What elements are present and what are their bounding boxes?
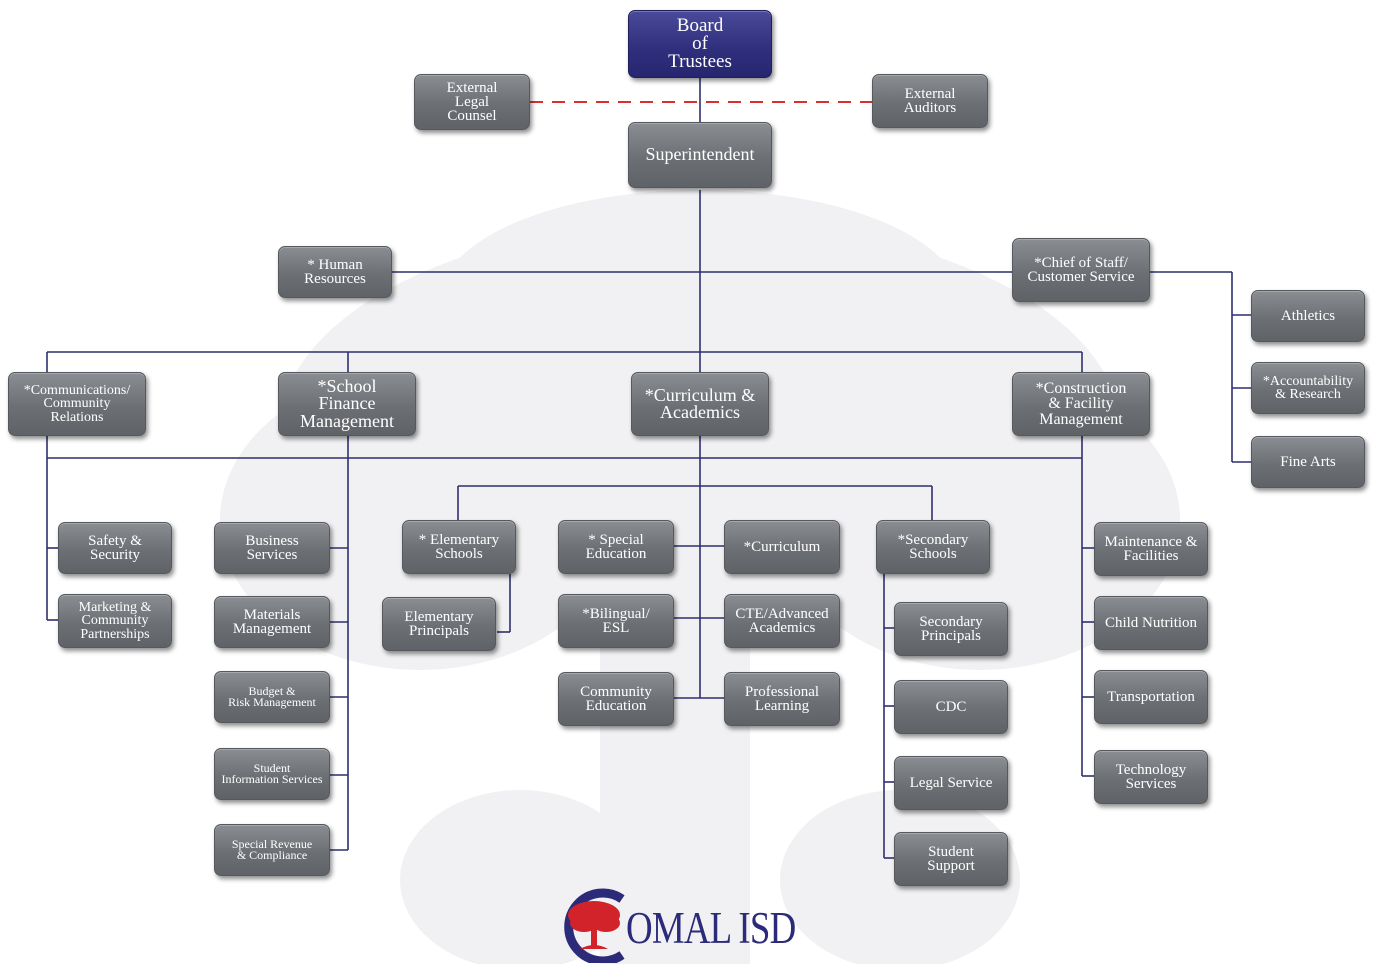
secondary-schools[interactable]: *Secondary Schools — [876, 520, 990, 574]
secondary-principals[interactable]: Secondary Principals — [894, 602, 1008, 656]
construction-facility-management[interactable]: *Construction & Facility Management — [1012, 372, 1150, 436]
elementary-schools[interactable]: * Elementary Schools — [402, 520, 516, 574]
superintendent[interactable]: Superintendent — [628, 122, 772, 188]
comal-isd-logo — [564, 888, 625, 963]
legal-service[interactable]: Legal Service — [894, 756, 1008, 810]
safety-security[interactable]: Safety & Security — [58, 522, 172, 574]
materials-management[interactable]: Materials Management — [214, 596, 330, 648]
communications-community-relations[interactable]: *Communications/ Community Relations — [8, 372, 146, 436]
professional-learning[interactable]: Professional Learning — [724, 672, 840, 726]
cte-advanced-academics[interactable]: CTE/Advanced Academics — [724, 594, 840, 648]
athletics[interactable]: Athletics — [1251, 290, 1365, 342]
external-auditors[interactable]: External Auditors — [872, 74, 988, 128]
curriculum-academics[interactable]: *Curriculum & Academics — [631, 372, 769, 436]
student-support[interactable]: Student Support — [894, 832, 1008, 886]
budget-risk-management[interactable]: Budget & Risk Management — [214, 671, 330, 723]
elementary-principals[interactable]: Elementary Principals — [382, 597, 496, 651]
marketing-community-partnerships[interactable]: Marketing & Community Partnerships — [58, 594, 172, 648]
accountability-research[interactable]: *Accountability & Research — [1251, 362, 1365, 414]
curriculum[interactable]: *Curriculum — [724, 520, 840, 574]
technology-services[interactable]: Technology Services — [1094, 750, 1208, 804]
logo-text: OMAL ISD — [626, 903, 796, 953]
bilingual-esl[interactable]: *Bilingual/ ESL — [558, 594, 674, 648]
special-education[interactable]: * Special Education — [558, 520, 674, 574]
cdc[interactable]: CDC — [894, 680, 1008, 734]
community-education[interactable]: Community Education — [558, 672, 674, 726]
child-nutrition[interactable]: Child Nutrition — [1094, 596, 1208, 650]
chief-of-staff[interactable]: *Chief of Staff/ Customer Service — [1012, 238, 1150, 302]
human-resources[interactable]: * Human Resources — [278, 246, 392, 298]
student-information-services[interactable]: Student Information Services — [214, 748, 330, 800]
board-of-trustees[interactable]: Board of Trustees — [628, 10, 772, 78]
special-revenue-compliance[interactable]: Special Revenue & Compliance — [214, 824, 330, 876]
fine-arts[interactable]: Fine Arts — [1251, 436, 1365, 488]
business-services[interactable]: Business Services — [214, 522, 330, 574]
external-legal-counsel[interactable]: External Legal Counsel — [414, 74, 530, 130]
maintenance-facilities[interactable]: Maintenance & Facilities — [1094, 522, 1208, 576]
tree-logo-icon — [568, 901, 620, 949]
transportation[interactable]: Transportation — [1094, 670, 1208, 724]
school-finance-management[interactable]: *School Finance Management — [278, 372, 416, 436]
